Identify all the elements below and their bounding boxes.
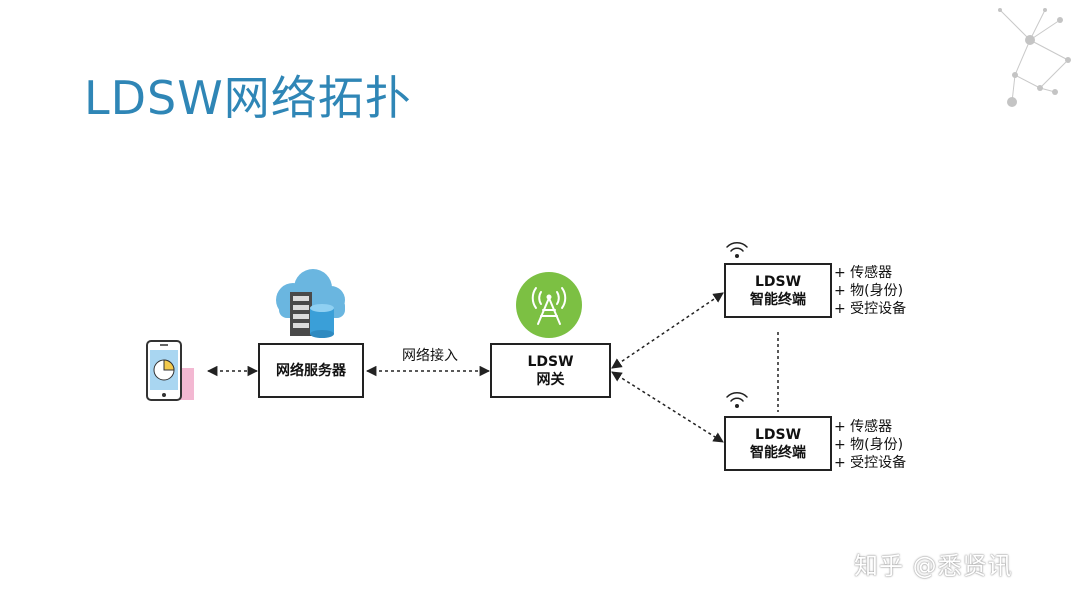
- feature-identity: + 物(身份): [834, 437, 904, 453]
- gateway-box[interactable]: LDSW 网关: [490, 343, 611, 398]
- feature-identity: + 物(身份): [834, 283, 904, 299]
- terminal-box-top[interactable]: LDSW 智能终端: [724, 263, 832, 318]
- feature-sensor: + 传感器: [834, 265, 893, 281]
- network-server-box[interactable]: 网络服务器: [258, 343, 364, 398]
- feature-sensor: + 传感器: [834, 419, 893, 435]
- watermark: 知乎 @悉贤讯: [854, 552, 1013, 580]
- slide-title: LDSW网络拓扑: [84, 71, 412, 125]
- terminal-top-line2: 智能终端: [750, 291, 806, 308]
- terminal-bottom-line2: 智能终端: [750, 444, 806, 461]
- terminal-top-features: + 传感器 + 物(身份) + 受控设备: [834, 264, 906, 318]
- feature-controlled-device: + 受控设备: [834, 455, 907, 471]
- terminal-top-line1: LDSW: [754, 273, 802, 290]
- gateway-line1: LDSW: [527, 353, 574, 370]
- terminal-bottom-line1: LDSW: [754, 426, 802, 443]
- terminal-bottom-features: + 传感器 + 物(身份) + 受控设备: [834, 418, 906, 472]
- gateway-terminal-top-link: [611, 292, 724, 369]
- feature-controlled-device: + 受控设备: [834, 301, 907, 317]
- gateway-line2: 网关: [536, 371, 565, 388]
- network-access-label: 网络接入: [402, 348, 458, 364]
- gateway-terminal-bottom-link: [611, 371, 724, 443]
- terminal-box-bottom[interactable]: LDSW 智能终端: [724, 416, 832, 471]
- network-server-label: 网络服务器: [276, 362, 346, 379]
